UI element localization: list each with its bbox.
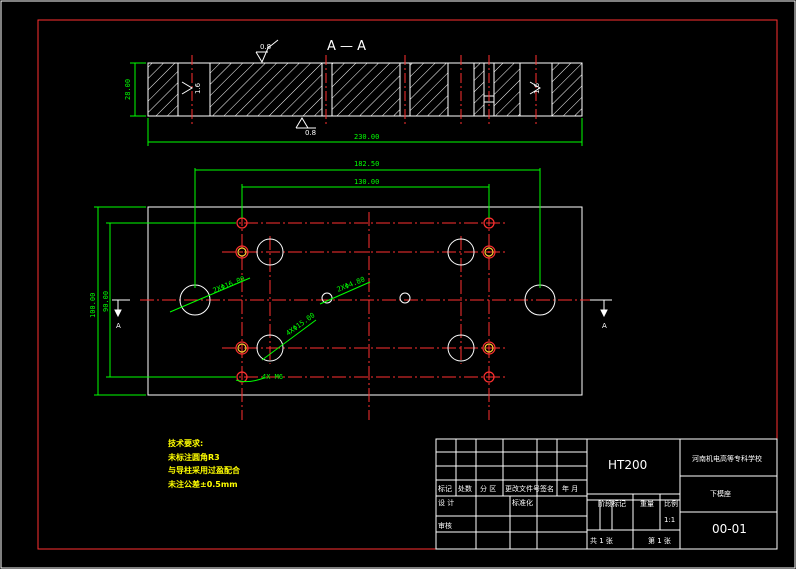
leader-large <box>169 277 251 313</box>
dim-90-label: 90.00 <box>102 291 110 312</box>
technical-requirements: 技术要求: 未标注圆角R3 与导柱采用过盈配合 未注公差±0.5mm <box>167 438 241 489</box>
cut-label-right: A <box>602 322 607 330</box>
leader-small <box>319 281 371 305</box>
roughness-symbol-left <box>181 81 193 95</box>
dim-130-label: 130.00 <box>354 178 379 186</box>
tb-header-change: 更改文件号 <box>505 484 540 493</box>
dim-100-label: 100.00 <box>89 293 97 318</box>
tb-sheet-total: 共 1 张 <box>590 536 613 545</box>
tb-header-mark: 标记 <box>438 484 452 493</box>
dim-90 <box>106 222 236 378</box>
req-line-3: 未注公差±0.5mm <box>167 479 238 489</box>
hatch-seg-5 <box>473 62 485 117</box>
dim-130 <box>241 184 490 218</box>
dim-182 <box>194 168 541 288</box>
req-heading: 技术要求: <box>168 438 203 448</box>
roughness-symbol-right <box>529 81 541 95</box>
roughness-symbol-top <box>255 39 279 64</box>
dim-length <box>147 118 583 146</box>
roughness-left-label: 1.6 <box>194 82 202 94</box>
thread-hole <box>482 245 496 259</box>
mid-hole <box>447 334 475 362</box>
dim-length-label: 230.00 <box>354 133 379 141</box>
cut-label-left: A <box>116 322 121 330</box>
leader-pin <box>235 377 265 383</box>
plate-outline <box>147 206 583 396</box>
dim-height-label: 28.00 <box>124 79 132 100</box>
tb-header-count: 处数 <box>458 484 472 493</box>
dim-182-label: 182.50 <box>354 160 379 168</box>
req-line-1: 未标注圆角R3 <box>167 452 220 462</box>
small-hole <box>399 292 411 304</box>
mid-hole <box>447 238 475 266</box>
roughness-symbol-bottom <box>295 117 316 129</box>
hatch-seg-4 <box>409 62 449 117</box>
title-block <box>435 438 778 550</box>
pin-hole <box>483 371 495 383</box>
mid-hole <box>256 238 284 266</box>
tb-design: 设 计 <box>438 498 454 507</box>
section-view: 0.8 0.8 1.6 1.6 A — A 28.00 230.00 <box>124 39 583 146</box>
small-hole <box>321 292 333 304</box>
roughness-bottom-label: 0.8 <box>305 129 316 137</box>
thread-hole <box>235 341 249 355</box>
plan-view: 2XΦ16.00 2XΦ4.80 4XΦ15.00 4X M6 182.50 1… <box>89 160 612 420</box>
tb-standardization: 标准化 <box>512 498 533 507</box>
tb-drawing-no: 00-01 <box>712 522 747 536</box>
tb-school: 河南机电高等专科学校 <box>692 454 762 463</box>
hatch-seg-2 <box>209 62 323 117</box>
dim-100 <box>94 206 146 396</box>
tb-scale: 1:1 <box>664 516 675 524</box>
hole-pin-label: 4X M6 <box>262 373 283 381</box>
pin-hole <box>236 371 248 383</box>
roughness-top-label: 0.8 <box>260 43 271 51</box>
tb-ratio-header: 比例 <box>664 499 678 508</box>
hatch-seg-3 <box>331 62 401 117</box>
section-title: A — A <box>327 39 366 54</box>
req-line-2: 与导柱采用过盈配合 <box>168 465 241 475</box>
tb-material: HT200 <box>608 458 647 472</box>
tb-weight: 重量 <box>640 500 654 508</box>
tb-header-zone: 分 区 <box>480 484 496 493</box>
tb-header-date: 年 月 <box>562 484 578 493</box>
title-block-frame <box>435 438 778 550</box>
roughness-right-label: 1.6 <box>533 82 541 94</box>
cut-marker-left <box>112 299 130 318</box>
dim-height <box>130 62 146 117</box>
tb-header-sign: 签名 <box>540 484 554 493</box>
hatch-seg-1 <box>147 62 179 117</box>
tb-review: 审核 <box>438 521 452 530</box>
hole-large-label: 2XΦ16.00 <box>212 275 246 295</box>
leader-mid <box>261 319 317 361</box>
hatch-seg-7 <box>551 62 583 117</box>
hatch-seg-6 <box>493 62 521 117</box>
tb-sheet-no: 第 1 张 <box>648 536 671 545</box>
thread-hole <box>235 245 249 259</box>
hole-small-label: 2XΦ4.80 <box>336 275 366 293</box>
mid-hole <box>256 334 284 362</box>
hole-mid-label: 4XΦ15.00 <box>284 311 316 337</box>
thread-hole <box>482 341 496 355</box>
drawing-frame <box>37 19 778 550</box>
cut-marker-right <box>590 299 612 318</box>
tb-stage: 阶段标记 <box>598 499 626 508</box>
tb-part-name: 下模座 <box>710 489 731 498</box>
